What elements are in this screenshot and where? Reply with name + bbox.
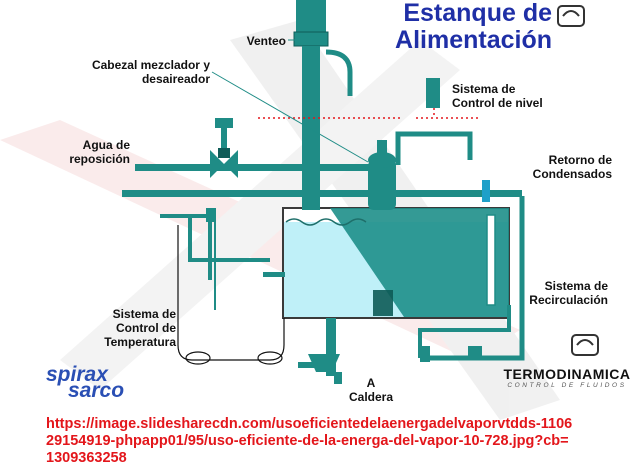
vent-drain	[325, 49, 353, 96]
label-control-temperatura: Sistema de Control de Temperatura	[104, 307, 176, 349]
level-sensing-pipe	[395, 131, 473, 165]
level-gauge	[486, 214, 496, 306]
condensate-return-pipe	[122, 190, 522, 197]
title-line-2: Alimentación	[395, 26, 552, 54]
title-line-1: Estanque de	[403, 0, 552, 27]
termodinamica-logo-text: TERMODINAMICA	[503, 366, 631, 382]
central-pipe	[302, 46, 320, 210]
level-controller-box	[426, 78, 440, 108]
outlet-strainer	[298, 354, 342, 384]
makeup-water-pipe	[135, 164, 380, 171]
label-agua-reposicion: Agua de reposición	[69, 138, 130, 166]
leader-cabezal	[211, 71, 369, 163]
spirax-sarco-logo: spirax sarco	[46, 364, 124, 402]
diagram-title: Estanque de Alimentación	[360, 0, 552, 54]
vent-stack	[296, 0, 326, 32]
vent-separator	[293, 31, 329, 47]
tank-mixing-zone	[330, 208, 509, 317]
title-logo-icon	[557, 5, 599, 356]
temperature-control-line	[177, 225, 285, 361]
boiler-outlet-pipe	[326, 318, 336, 376]
label-a-caldera: A Caldera	[348, 376, 394, 404]
makeup-control-valve	[210, 118, 238, 178]
spirax-logo-text: spirax	[46, 363, 108, 386]
recirculation-pipe	[420, 196, 525, 361]
label-retorno-condensados: Retorno de Condensados	[532, 153, 612, 181]
label-venteo: Venteo	[246, 34, 286, 48]
recirculation-pump	[420, 346, 482, 362]
termodinamica-sub-text: CONTROL DE FLUIDOS	[507, 382, 627, 389]
label-recirculacion: Sistema de Recirculación	[529, 279, 608, 307]
label-control-nivel: Sistema de Control de nivel	[452, 82, 543, 110]
label-cabezal: Cabezal mezclador y desaireador	[91, 58, 210, 86]
termodinamica-logo: TERMODINAMICA CONTROL DE FLUIDOS	[498, 366, 636, 389]
source-url: https://image.slidesharecdn.com/usoefici…	[46, 416, 573, 466]
deaerator-head	[368, 160, 396, 210]
sarco-logo-text: sarco	[68, 379, 125, 402]
